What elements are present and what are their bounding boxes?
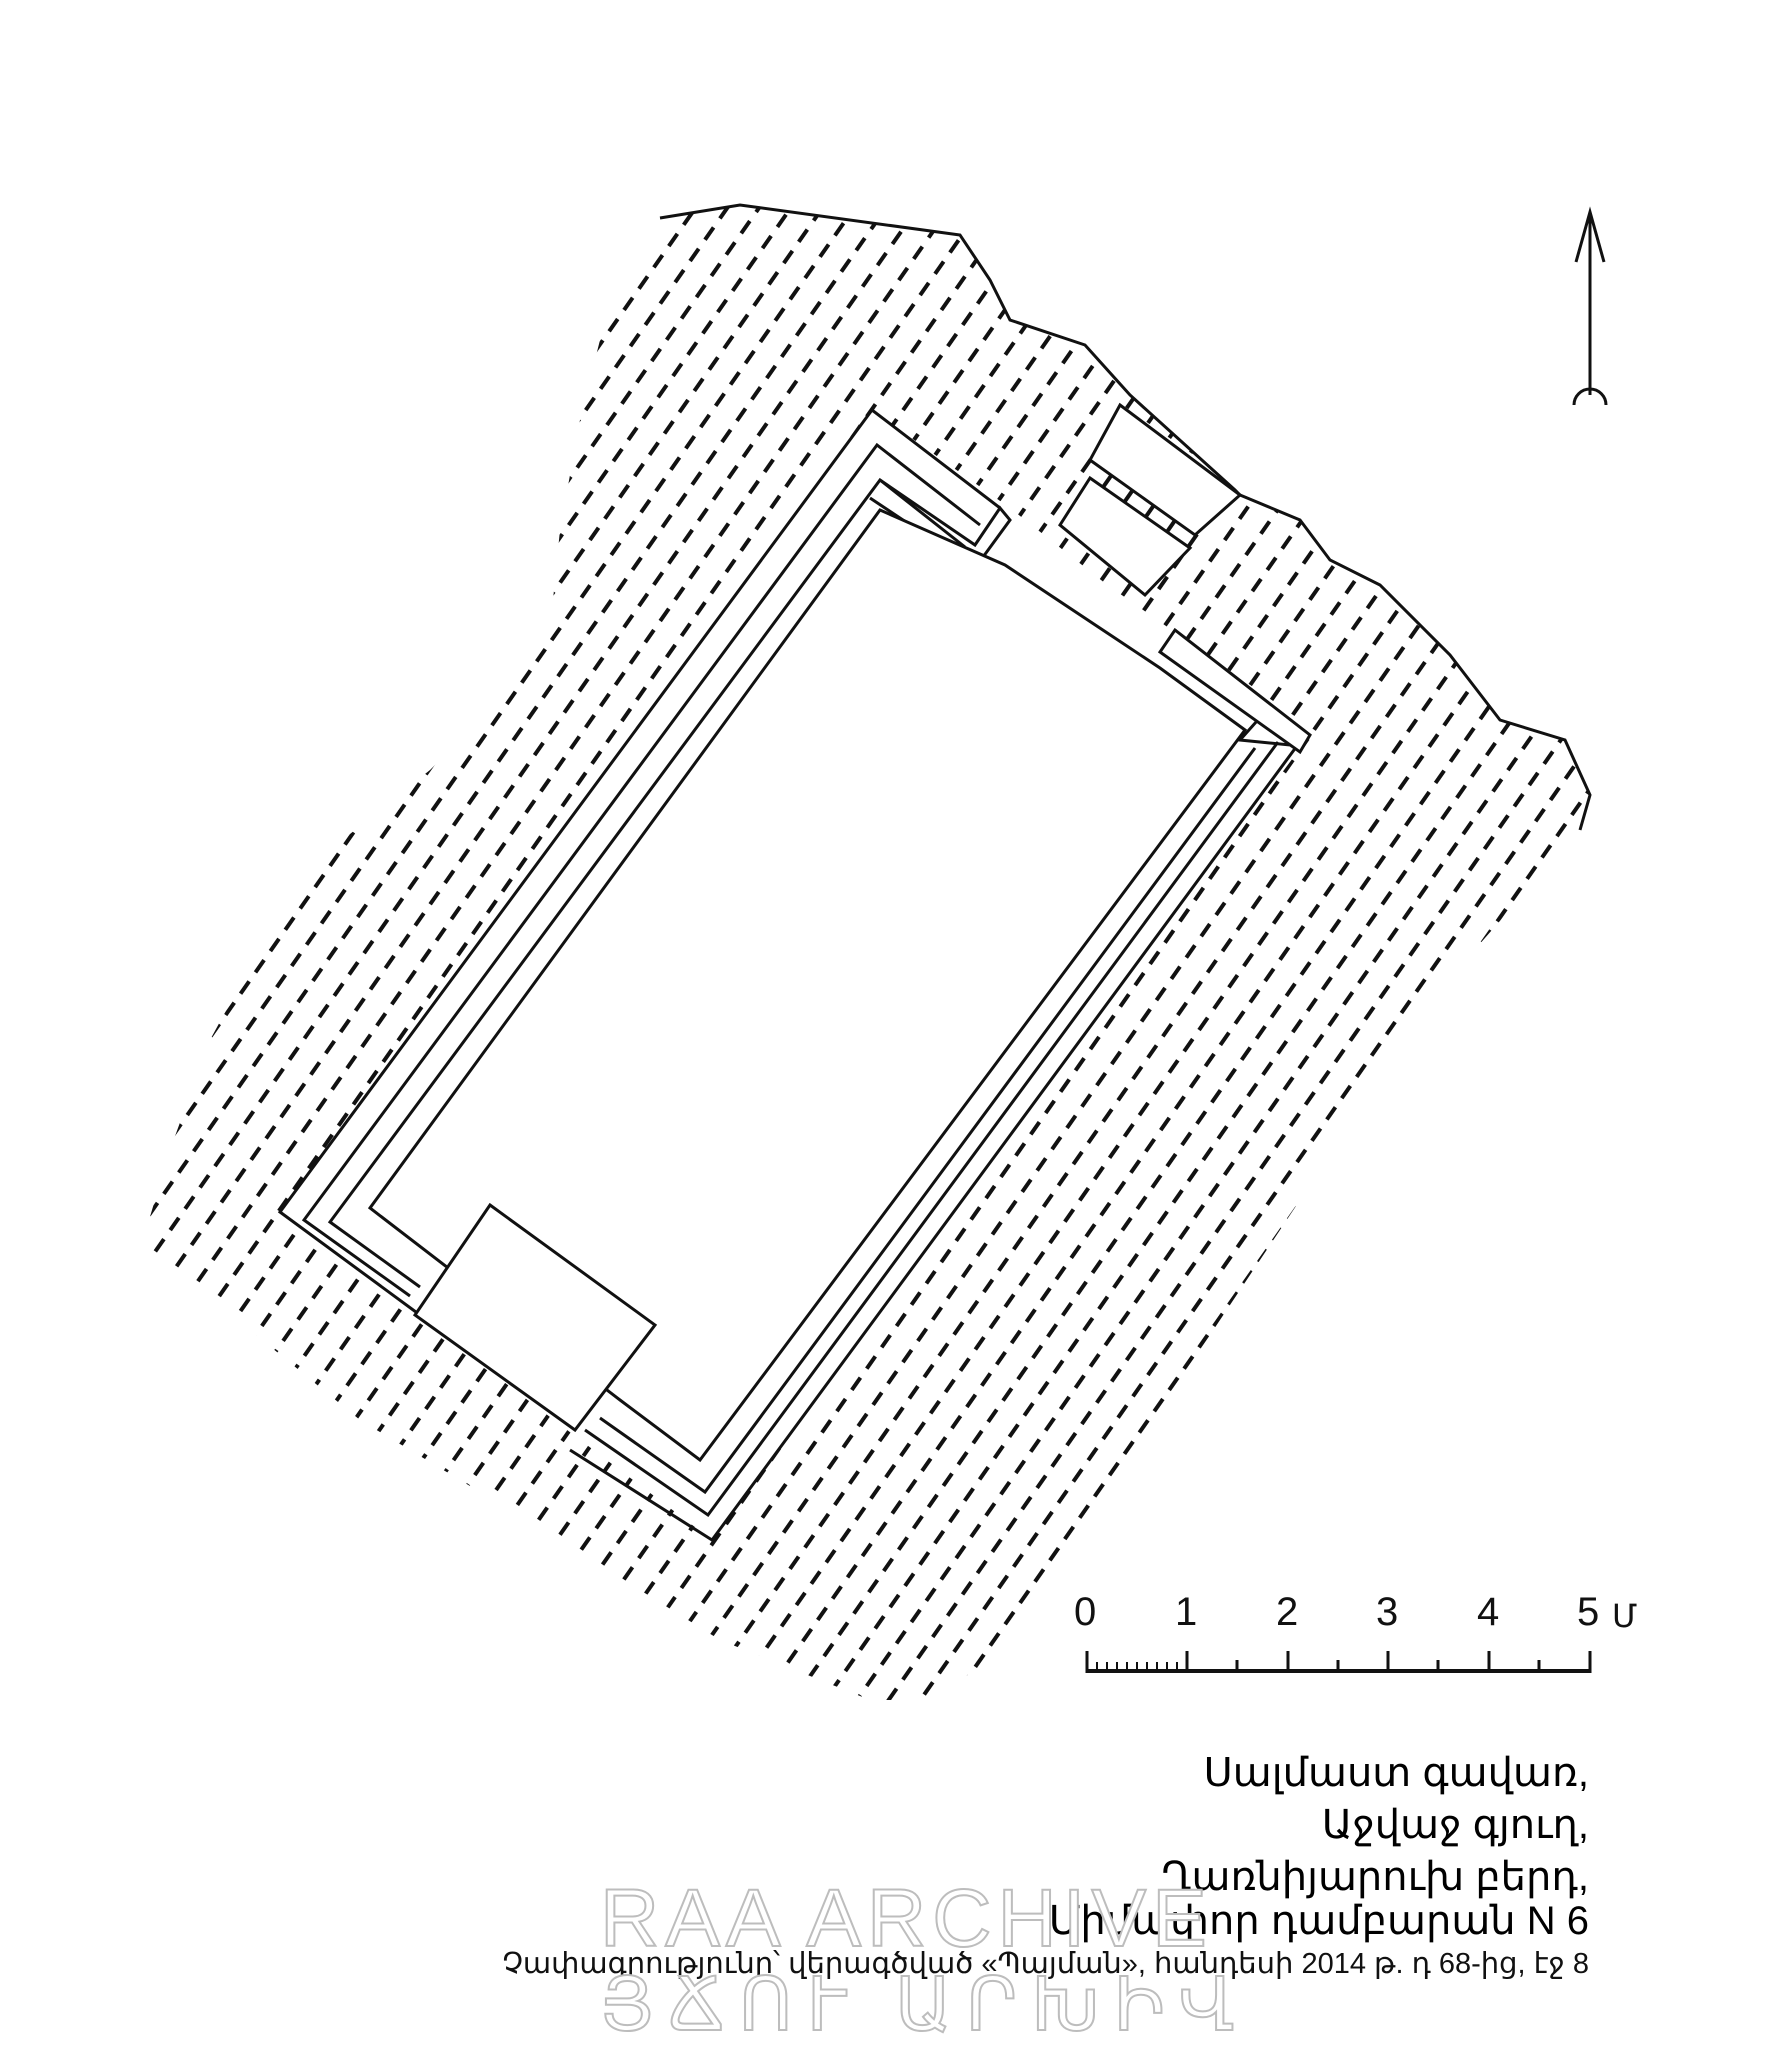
watermark-latin: RAA ARCHIVE: [599, 1872, 1213, 1965]
caption-tomb-title: Միմափոր դամբարան N 6: [1048, 1899, 1589, 1943]
caption-village: Աջվաջ գյուղ,: [1321, 1803, 1589, 1847]
caption-province: Սալմաստ գավառ,: [1203, 1751, 1589, 1795]
scale-unit: Մ: [1612, 1598, 1638, 1634]
scale-label-1: 1: [1175, 1590, 1198, 1634]
caption-fortress: Ղառնիյարուխ բերդ,: [1161, 1855, 1589, 1899]
rock-edge-line: [659, 203, 1242, 497]
outer-wall-line-east: [569, 734, 1307, 1543]
east-corner-block: [1157, 627, 1312, 755]
scale-bar: [1085, 1651, 1592, 1673]
middle-wall-line-east: [584, 741, 1280, 1518]
inner-wall-line-east: [599, 747, 1257, 1495]
middle-wall-line: [301, 442, 981, 1298]
entrance-stone-upper: [1088, 402, 1243, 537]
north-arrow-icon: [1572, 206, 1608, 406]
scale-label-0: 0: [1074, 1590, 1097, 1634]
rock-edge-line-east: [1239, 493, 1592, 831]
scale-label-2: 2: [1276, 1590, 1299, 1634]
scale-label-5: 5: [1577, 1590, 1600, 1634]
stone-slab: [412, 1202, 658, 1433]
watermark-armenian: ՅՃՈՒ ԱՐԽԻՎ: [599, 1962, 1249, 2047]
scale-label-4: 4: [1477, 1590, 1500, 1634]
entrance-stone-lower: [1058, 475, 1193, 598]
burial-chamber-interior: [367, 508, 1248, 1463]
inner-wall-line: [327, 477, 966, 1289]
caption-source: Չափագրությունը՝ վերագծված «Պայման», հանդ…: [502, 1948, 1589, 1980]
scale-label-3: 3: [1376, 1590, 1399, 1634]
outer-wall-line: [277, 407, 1001, 1317]
